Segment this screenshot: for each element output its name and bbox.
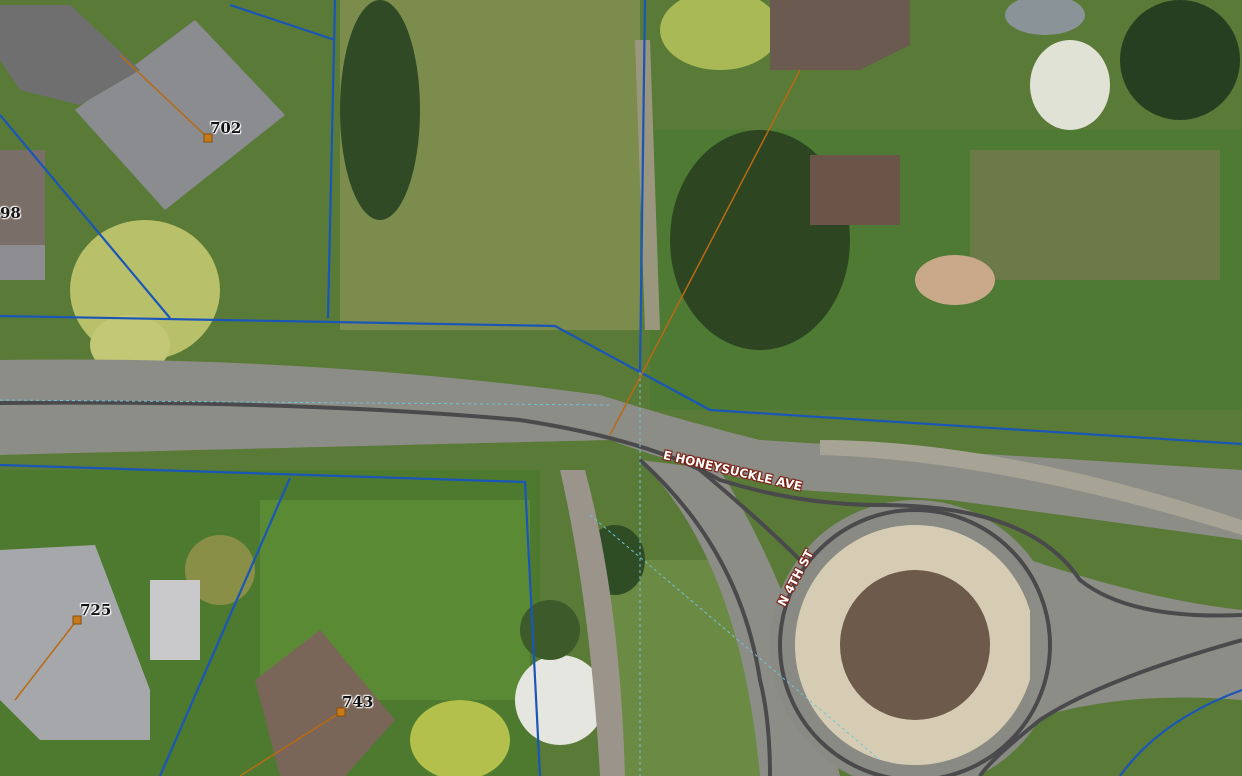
fourth-st-centerline [638, 458, 772, 776]
garden-plot [970, 150, 1220, 280]
utility-lines [0, 372, 881, 776]
address-label: 98 [0, 204, 21, 222]
address-point-702[interactable] [203, 133, 213, 143]
address-leaders [14, 54, 801, 776]
address-label: 743 [342, 693, 374, 711]
address-point-725[interactable] [72, 615, 82, 625]
road-centerlines [0, 400, 1242, 776]
address-label: 702 [210, 119, 242, 137]
vegetation [70, 0, 1240, 776]
address-label: 725 [80, 601, 112, 619]
address-point-743[interactable] [336, 707, 346, 717]
honeysuckle-centerline [0, 400, 881, 507]
address-points[interactable] [72, 133, 346, 717]
buildings [0, 0, 1085, 776]
